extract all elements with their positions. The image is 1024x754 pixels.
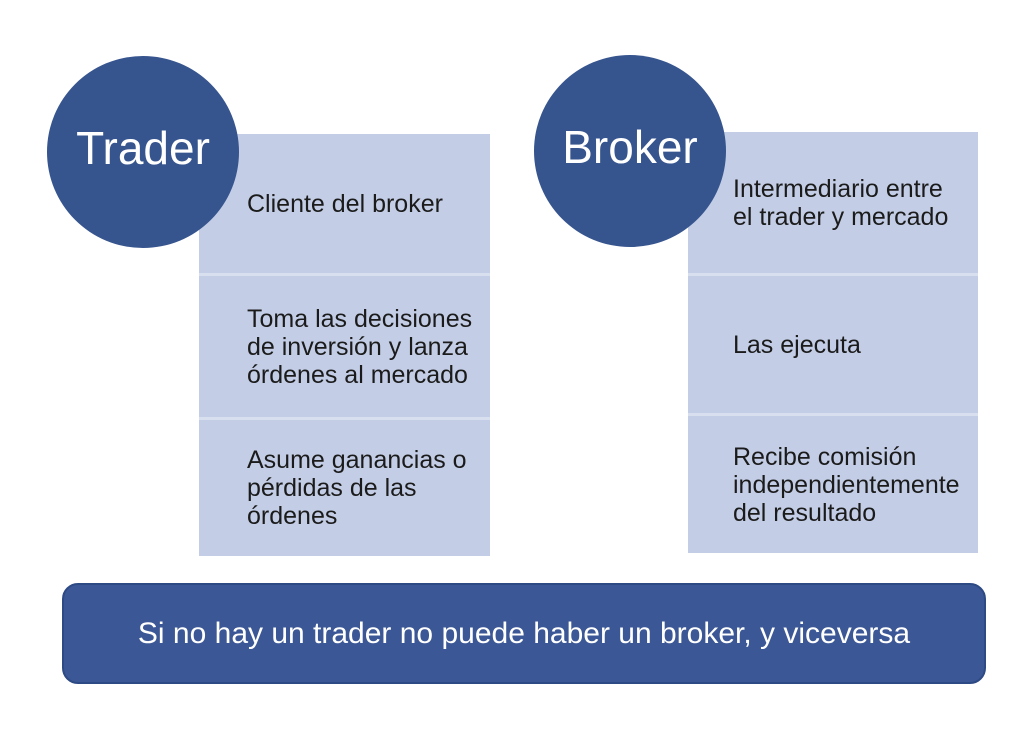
broker-row-2: Las ejecuta <box>688 273 978 413</box>
conclusion-banner: Si no hay un trader no puede haber un br… <box>62 583 986 684</box>
trader-row-3: Asume ganancias o pérdidas de las órdene… <box>199 417 490 556</box>
trader-title: Trader <box>76 122 210 174</box>
broker-title: Broker <box>562 121 698 173</box>
conclusion-banner-text: Si no hay un trader no puede haber un br… <box>137 616 911 650</box>
broker-circle: Broker <box>534 55 726 247</box>
trader-circle: Trader <box>47 56 239 248</box>
broker-attributes-panel: Intermediario entre el trader y mercado … <box>688 132 978 553</box>
broker-row-2-text: Las ejecuta <box>733 330 861 359</box>
trader-row-1-text: Cliente del broker <box>247 189 443 218</box>
trader-row-1: Cliente del broker <box>199 134 490 273</box>
trader-row-2-text: Toma las decisiones de inversión y lanza… <box>247 304 473 389</box>
broker-row-3: Recibe comisión independientemente del r… <box>688 413 978 553</box>
broker-row-3-text: Recibe comisión independientemente del r… <box>733 442 960 527</box>
trader-row-3-text: Asume ganancias o pérdidas de las órdene… <box>247 446 467 530</box>
broker-row-1-text: Intermediario entre el trader y mercado <box>733 174 949 231</box>
trader-attributes-panel: Cliente del broker Toma las decisiones d… <box>199 134 490 556</box>
trader-row-2: Toma las decisiones de inversión y lanza… <box>199 273 490 417</box>
broker-row-1: Intermediario entre el trader y mercado <box>688 132 978 273</box>
